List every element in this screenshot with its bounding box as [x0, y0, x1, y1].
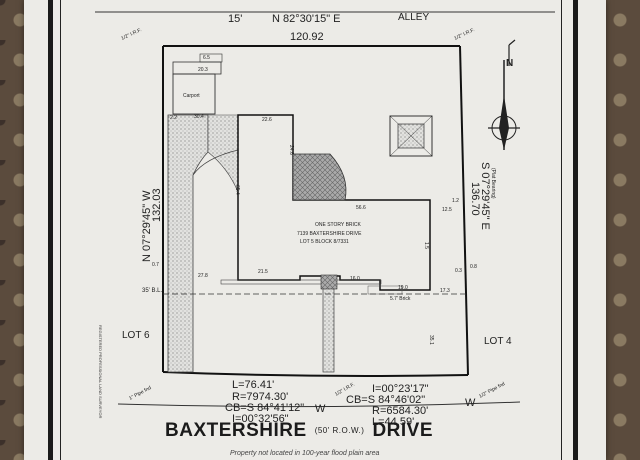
dim-label: 2.2 — [170, 115, 177, 121]
street-name-a: BAXTERSHIRE — [165, 420, 307, 441]
setback-label: 35' B.L. — [142, 288, 162, 294]
curve-right-length: L=44.59' — [372, 416, 414, 428]
house-line2: 7139 BAXTERSHIRE DRIVE — [297, 231, 362, 237]
street-edge — [117, 401, 521, 408]
dim-label: 16.0 — [350, 276, 360, 282]
dim-label: 6.5 — [203, 55, 210, 61]
curve-right-radius: R=6584.30' — [372, 405, 428, 417]
dim-label: 27.8 — [198, 273, 208, 279]
setback-right-label: 17.3 — [440, 288, 450, 294]
street-row: (50' R.O.W.) — [314, 426, 365, 436]
dim-label: 0.3 — [455, 268, 462, 274]
street-name-b: DRIVE — [372, 420, 434, 441]
dim-label: 0.7 — [152, 262, 159, 268]
lot-left-label: LOT 6 — [122, 330, 150, 341]
curve-right-chord-bearing: CB=S 84°46'02" — [346, 394, 425, 406]
curve-right-delta: I=00°23'17" — [372, 383, 429, 395]
pipe-left-note: 1" Pipe fnd — [128, 385, 152, 402]
pipe-right-note: 1/2" Pipe fnd — [478, 381, 506, 400]
dim-label: 22.6 — [262, 117, 272, 123]
survey-sheet — [24, 0, 606, 460]
corner-right-note: 1/2" I.R.F. — [453, 27, 475, 42]
curve-left-length: L=76.41' — [232, 379, 274, 391]
dim-label: 35.1 — [428, 335, 434, 345]
driveway — [167, 114, 209, 373]
north-arrow-icon — [488, 39, 520, 150]
street-name: BAXTERSHIRE (50' R.O.W.) DRIVE — [165, 420, 433, 442]
front-stoop — [320, 274, 338, 290]
alley-width: 15' — [228, 13, 242, 25]
dim-label: 20.3 — [198, 67, 208, 73]
plat-bearing-note: (Plat Bearing) — [490, 168, 496, 199]
right-bearing: S 07°29'45" E — [479, 162, 491, 230]
dim-label: 1.2 — [452, 198, 459, 204]
dim-label: 30.4 — [194, 114, 204, 120]
curve-left-delta: I=00°32'56" — [232, 413, 289, 425]
dim-label: 19.0 — [398, 285, 408, 291]
dim-label: 65.4 — [234, 185, 240, 195]
patio — [292, 153, 347, 201]
dim-label: 21.5 — [258, 269, 268, 275]
front-porch-strip — [220, 279, 382, 285]
curve-left-radius: R=7974.30' — [232, 391, 288, 403]
corner-left-note: 1/2" I.R.F. — [120, 27, 142, 42]
house-line1: ONE STORY BRICK — [315, 222, 362, 228]
dim-label: 24.6 — [288, 145, 294, 155]
dim-label: 1.5 — [423, 242, 429, 249]
flood-note: Property not located in 100-year flood p… — [230, 450, 380, 457]
carport-label: Carport — [183, 93, 200, 99]
north-label: N — [506, 58, 513, 69]
rear-distance: 120.92 — [290, 31, 324, 43]
sheet-border-thick — [48, 0, 578, 460]
brick-note: 5.7' Brick — [390, 296, 411, 302]
dim-label: 56.6 — [356, 205, 366, 211]
front-property-line — [162, 371, 469, 377]
dim-label: 12.5 — [442, 207, 452, 213]
storage-shed — [172, 61, 222, 75]
sheet-border-thin — [60, 0, 562, 460]
backyard-feature — [389, 115, 433, 157]
curve-right-w: W — [465, 397, 476, 409]
curve-left-w: W — [315, 403, 326, 415]
dim-label: 0.8 — [470, 264, 477, 270]
left-bearing: N 07°29'45" W — [141, 190, 153, 262]
left-distance: 132.03 — [151, 188, 163, 222]
rear-bearing: N 82°30'15" E — [272, 13, 341, 25]
right-property-line — [459, 45, 469, 376]
curve-left-chord-bearing: CB=S 84°41'12" — [225, 402, 304, 414]
alley-label: ALLEY — [398, 12, 429, 23]
house-line3: LOT 5 BLOCK 8/7331 — [300, 239, 349, 245]
lot-right-label: LOT 4 — [484, 336, 512, 347]
surveyor-stamp: REGISTERED PROFESSIONAL LAND SURVEYOR — [98, 325, 103, 419]
driveway-apron — [207, 114, 239, 193]
right-distance: 136.70 — [469, 182, 481, 216]
